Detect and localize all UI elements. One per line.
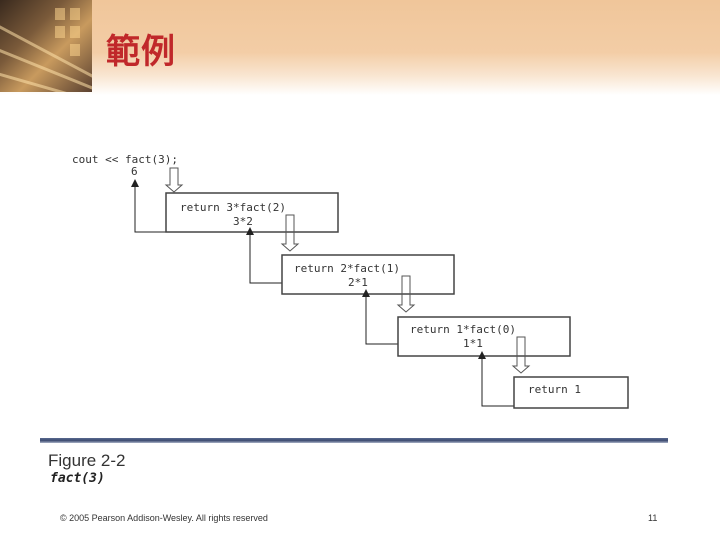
figure-label: Figure 2-2 — [48, 451, 125, 471]
frame-code-1: return 2*fact(1) — [294, 262, 400, 275]
return-arrow-3 — [482, 355, 514, 406]
figure-caption: fact(3) — [50, 471, 105, 486]
call-down-arrow-1 — [282, 215, 298, 251]
call-down-arrow-0 — [166, 168, 182, 192]
call-result: 6 — [131, 165, 138, 178]
frame-value-0: 3*2 — [233, 215, 253, 228]
page-title: 範例 — [106, 24, 176, 73]
return-arrow-0 — [135, 183, 166, 232]
frame-value-1: 2*1 — [348, 276, 368, 289]
call-down-arrow-3 — [513, 337, 529, 373]
return-arrow-1 — [250, 231, 282, 283]
page-number: 11 — [648, 513, 657, 523]
return-arrow-2 — [366, 293, 398, 344]
call-statement: cout << fact(3); — [72, 153, 178, 166]
frame-code-3: return 1 — [528, 383, 581, 396]
frame-value-2: 1*1 — [463, 337, 483, 350]
header-photo — [0, 0, 92, 92]
frame-code-2: return 1*fact(0) — [410, 323, 516, 336]
footer-copyright: © 2005 Pearson Addison-Wesley. All right… — [60, 513, 268, 523]
recursion-trace-diagram: cout << fact(3); 6 return 3*fact(2) 3*2 … — [60, 145, 650, 425]
frame-code-0: return 3*fact(2) — [180, 201, 286, 214]
figure-divider — [40, 438, 668, 443]
